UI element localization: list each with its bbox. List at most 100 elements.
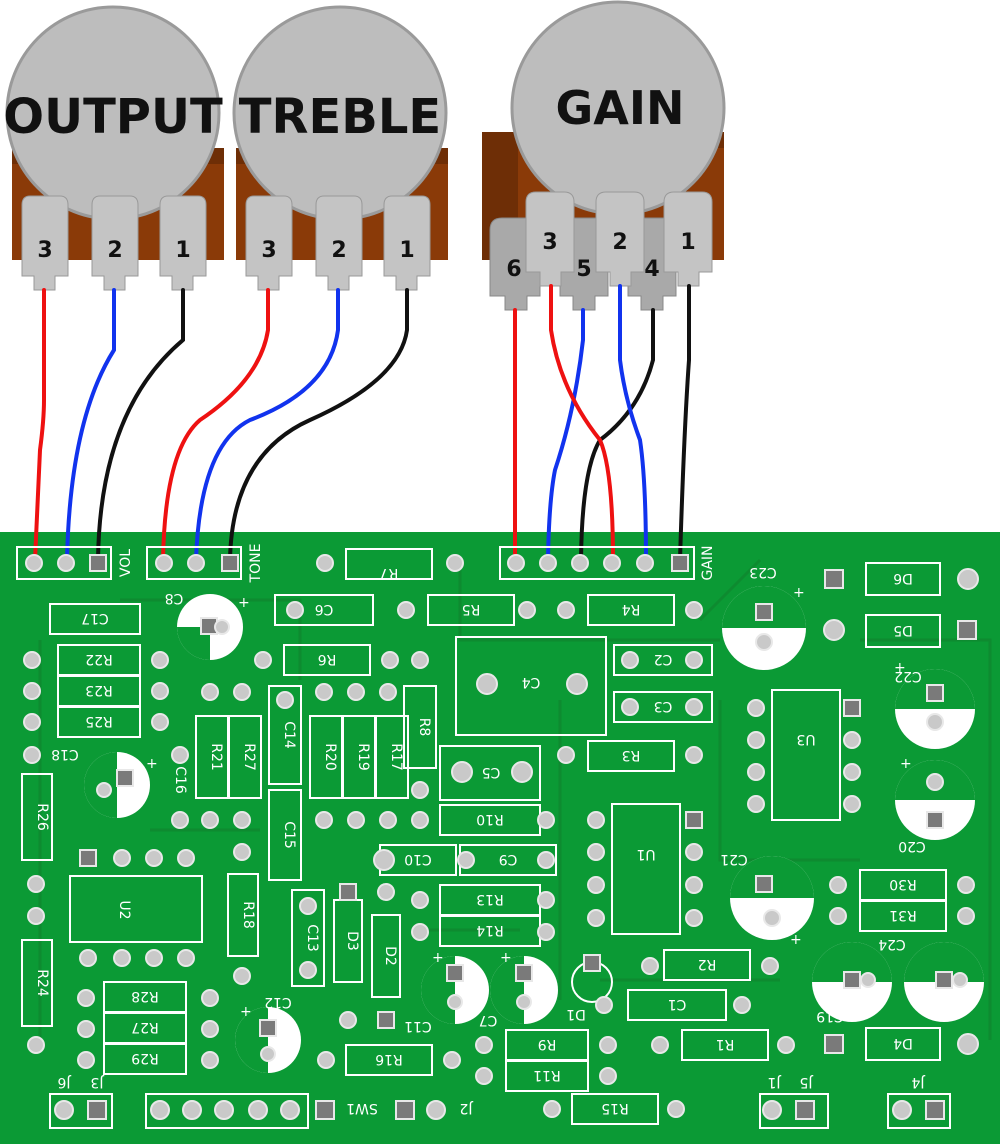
label-c21: C21	[720, 851, 748, 867]
output-lugs: 3 2 1	[21, 195, 207, 291]
lug-number: 1	[175, 238, 190, 263]
lug-number: 3	[37, 238, 52, 263]
label-r5: R5	[462, 601, 481, 617]
label-r21: R21	[208, 743, 224, 771]
lug-number: 2	[107, 238, 122, 263]
lug-number: 4	[644, 257, 659, 282]
pad-label-vol: VOL	[118, 549, 134, 577]
polarity-mark: +	[793, 585, 805, 601]
label-c2: C2	[654, 651, 673, 667]
pcb-pads	[23, 554, 979, 1120]
label-r6: R6	[318, 651, 337, 667]
label-c4: C4	[522, 674, 541, 690]
treble-lugs: 3 2 1	[245, 195, 431, 291]
label-r8: R8	[416, 718, 432, 737]
pad-label-tone: TONE	[248, 544, 264, 584]
label-r31: R31	[889, 907, 917, 923]
label-r23: R23	[85, 682, 113, 698]
label-u3: U3	[796, 731, 815, 747]
label-j3: J3	[90, 1074, 104, 1090]
label-r13: R13	[476, 891, 504, 907]
wire-red	[33, 288, 46, 562]
label-r10: R10	[476, 811, 504, 827]
output-pot: OUTPUT 3 2 1	[3, 5, 224, 291]
label-d4: D4	[893, 1035, 913, 1051]
polarity-mark: +	[912, 996, 924, 1012]
label-c23: C23	[749, 564, 777, 580]
treble-pot: TREBLE 3 2 1	[232, 5, 448, 291]
label-c3: C3	[654, 698, 673, 714]
label-c11: C11	[404, 1018, 432, 1034]
lug-number: 3	[542, 230, 557, 255]
label-c20: C20	[898, 838, 926, 854]
label-r16: R16	[375, 1051, 403, 1067]
label-r7: R7	[380, 565, 399, 581]
label-d1: D1	[566, 1006, 586, 1022]
label-c22: C22	[894, 668, 922, 684]
label-c12: C12	[264, 994, 292, 1010]
label-j5: J5	[799, 1074, 813, 1090]
wire-blue	[546, 308, 585, 562]
lug-number: 2	[612, 230, 627, 255]
label-r29: R29	[131, 1050, 159, 1066]
label-c13: C13	[304, 924, 320, 952]
label-u1: U1	[636, 846, 655, 862]
polarity-mark: +	[900, 756, 912, 772]
polarity-mark: +	[500, 950, 512, 966]
label-r19: R19	[355, 743, 371, 771]
pcb-silkscreen	[16, 546, 984, 1129]
polarity-mark: +	[146, 756, 158, 772]
label-c17: C17	[81, 610, 109, 626]
label-c24: C24	[878, 936, 906, 952]
label-c15: C15	[281, 821, 297, 849]
label-r20: R20	[322, 743, 338, 771]
label-d6: D6	[893, 570, 913, 586]
gain-pot: GAIN 3 2 1 6 5 4	[482, 0, 726, 311]
label-c10: C10	[404, 851, 432, 867]
label-sw1: SW1	[346, 1100, 378, 1116]
label-d2: D2	[382, 946, 398, 966]
wire-black	[228, 288, 409, 562]
pcb-labels: VOL TONE GAIN R7 C8 C17 C6 R5 R4 C23 D6 …	[34, 544, 926, 1116]
polarity-mark: +	[240, 1004, 252, 1020]
pot-label-gain: GAIN	[556, 81, 685, 135]
label-r3: R3	[622, 747, 641, 763]
label-r9: R9	[538, 1036, 557, 1052]
label-c1: C1	[668, 996, 687, 1012]
label-c9: C9	[499, 851, 518, 867]
wire-black	[678, 284, 691, 562]
polarity-mark: +	[818, 996, 830, 1012]
label-r27v: R27	[241, 743, 257, 771]
label-j4: J4	[911, 1074, 925, 1090]
pot-label-output: OUTPUT	[3, 89, 223, 145]
wires	[33, 284, 691, 562]
label-c16: C16	[172, 766, 188, 794]
lug-number: 3	[261, 238, 276, 263]
label-r27: R27	[131, 1019, 159, 1035]
label-c7: C7	[479, 1012, 498, 1028]
label-r26: R26	[34, 803, 50, 831]
label-d3: D3	[344, 931, 360, 951]
lug-number: 2	[331, 238, 346, 263]
lug-number: 1	[680, 230, 695, 255]
label-r17: R17	[388, 743, 404, 771]
label-c19: C19	[816, 1008, 844, 1024]
label-j6: J6	[57, 1074, 71, 1090]
label-r22: R22	[85, 651, 113, 667]
label-c8: C8	[165, 590, 184, 606]
lug-number: 5	[576, 257, 591, 282]
label-r18: R18	[240, 901, 256, 929]
label-r11: R11	[533, 1067, 561, 1083]
wire-blue	[194, 288, 340, 562]
pot-label-treble: TREBLE	[239, 89, 441, 145]
label-r15: R15	[601, 1100, 629, 1116]
polarity-mark: +	[432, 950, 444, 966]
wire-blue	[65, 288, 116, 562]
label-r14: R14	[476, 922, 504, 938]
wire-black	[96, 288, 185, 562]
wire-blue	[618, 284, 648, 562]
label-r1: R1	[716, 1036, 735, 1052]
lug-number: 1	[399, 238, 414, 263]
wire-black	[579, 308, 655, 562]
